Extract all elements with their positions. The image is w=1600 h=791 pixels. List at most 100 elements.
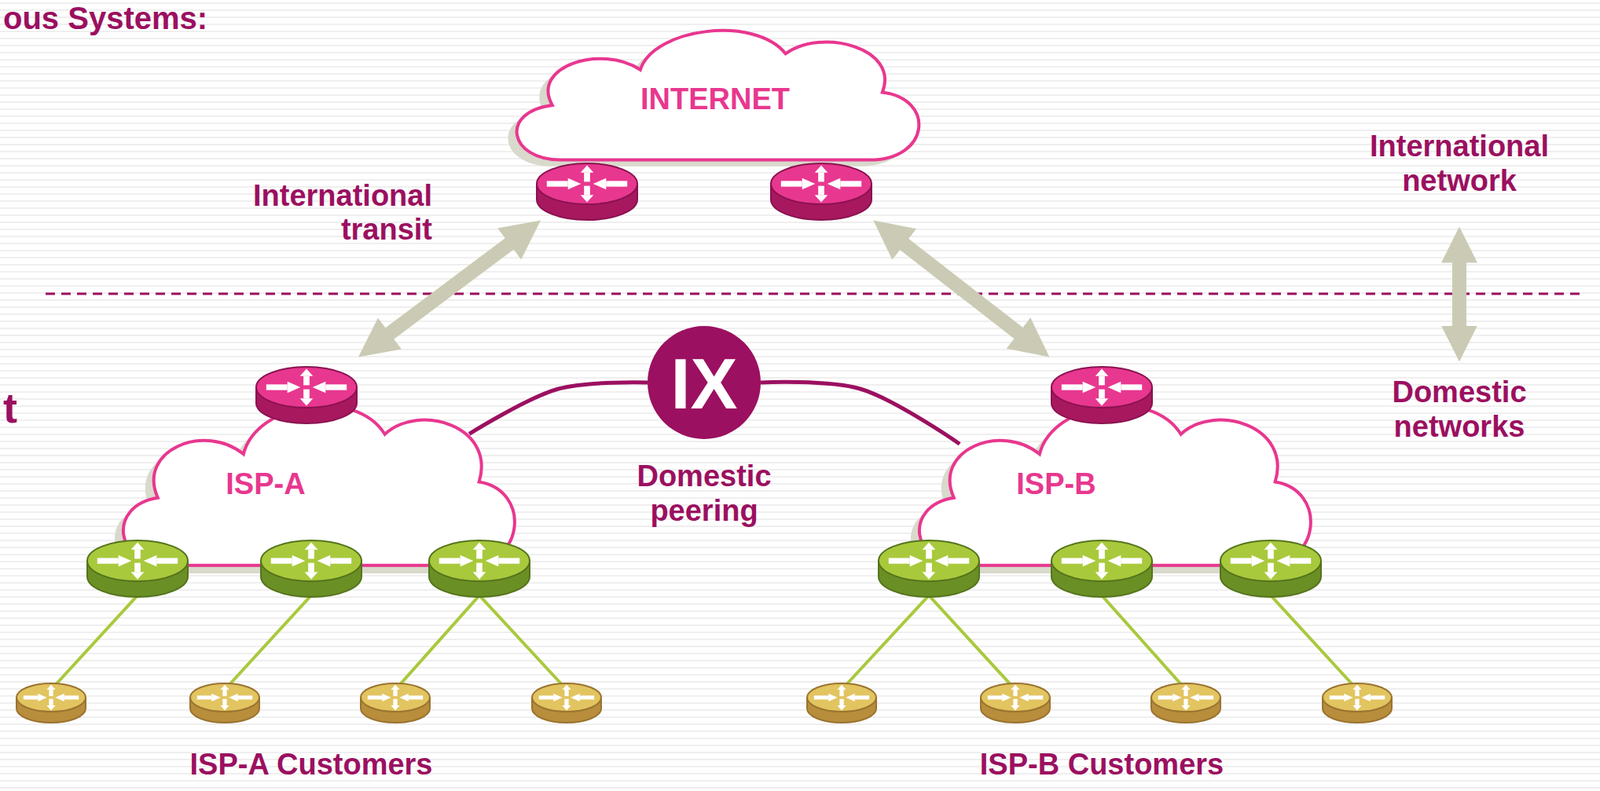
peering-link: [760, 381, 960, 445]
router-arrow-head: [287, 381, 301, 394]
router-arrow-head: [473, 543, 487, 551]
router-arrow-shaft: [1329, 695, 1344, 700]
router-arrow-head: [131, 543, 145, 551]
router-arrow-shaft: [1120, 384, 1142, 390]
router-top: [980, 683, 1050, 712]
router-arrow-head: [211, 693, 221, 702]
router-arrow-head: [1010, 685, 1020, 690]
router-arrow-head: [1108, 555, 1122, 568]
router-arrow-head: [561, 685, 571, 690]
level-label: International network: [1329, 129, 1589, 199]
exchange-name: IX: [670, 348, 738, 420]
router-top: [770, 163, 872, 205]
router-arrow-shaft: [1158, 695, 1173, 700]
router-arrow-shaft: [1061, 384, 1083, 390]
router-arrow-shaft: [818, 172, 825, 183]
cloud-outline: [94, 353, 543, 606]
router-arrow-shaft: [325, 384, 347, 390]
router-arrow-shaft: [271, 557, 293, 564]
router-arrow-shaft: [48, 699, 53, 706]
router-arrow-head: [390, 705, 400, 711]
router-arrow-head: [1019, 693, 1028, 702]
router-top: [536, 163, 638, 205]
router-icon: [1051, 366, 1153, 424]
router-arrow-shaft: [392, 699, 397, 706]
router-icon: [878, 540, 980, 598]
router-arrow-shaft: [1012, 689, 1017, 697]
access-link: [1270, 595, 1358, 690]
router-icon: [87, 540, 188, 598]
router-arrow-head: [317, 555, 331, 568]
router-arrow-head: [910, 555, 924, 568]
fragment-text: ous Systems:: [3, 0, 208, 37]
router-arrow-shaft: [367, 695, 382, 700]
router-arrow-head: [46, 705, 56, 711]
router-arrow-shaft: [839, 699, 844, 706]
router-arrow-shaft: [303, 389, 310, 400]
router-arrow-shaft: [564, 699, 569, 706]
access-link: [1101, 595, 1186, 690]
router-arrow-shaft: [579, 695, 595, 700]
router-arrow-head: [300, 398, 314, 406]
router-arrow-head: [1343, 693, 1353, 702]
router-arrow-head: [814, 194, 829, 202]
router-arrow-shaft: [134, 550, 141, 560]
router-top: [256, 366, 357, 408]
router-arrow-shaft: [1061, 557, 1083, 564]
router-arrow-head: [828, 693, 837, 702]
transit-arrow: [896, 238, 1027, 339]
router-arrow-head: [1095, 398, 1109, 406]
router-arrow-shaft: [439, 557, 461, 564]
router-arrow-shaft: [1098, 550, 1105, 560]
router-arrow-head: [814, 165, 829, 173]
router-arrow-head: [37, 693, 47, 702]
router-arrow-shaft: [392, 689, 397, 697]
router-arrow-head: [292, 555, 306, 568]
router-arrow-head: [836, 705, 846, 711]
router-arrow-head: [1251, 555, 1266, 568]
router-arrow-head: [1082, 381, 1097, 394]
router-arrow-shaft: [303, 376, 310, 386]
router-arrow-head: [460, 555, 474, 568]
router-arrow-shaft: [330, 557, 352, 564]
level-arrow: [1452, 253, 1467, 335]
router-arrow-shaft: [1354, 689, 1359, 697]
router-arrow-shaft: [266, 384, 288, 390]
access-link: [928, 595, 1016, 690]
router-icon: [980, 683, 1050, 723]
router-arrow-head: [1264, 572, 1278, 580]
router-arrow-shaft: [498, 557, 520, 564]
router-arrow-head: [580, 194, 595, 202]
router-arrow-head: [802, 178, 816, 191]
router-arrow-shaft: [1183, 699, 1188, 706]
router-icon: [1220, 540, 1322, 598]
exchange-circle: IXDomestic peering: [647, 326, 761, 440]
network-name: ISP-B: [1016, 467, 1096, 503]
router-arrow-shaft: [1289, 557, 1311, 564]
router-arrow-head: [1352, 705, 1362, 711]
router-top: [429, 540, 530, 582]
router-arrow-shaft: [1028, 695, 1043, 700]
router-arrow-head: [1189, 693, 1199, 702]
router-arrow-head: [143, 555, 158, 568]
router-top: [87, 540, 188, 582]
cloud-shape: [507, 30, 919, 167]
router-arrow-shaft: [1230, 557, 1252, 564]
router-arrow-shaft: [1267, 550, 1274, 560]
router-arrow-shaft: [583, 172, 591, 183]
router-arrow-head: [1001, 693, 1011, 702]
router-arrow-head: [228, 693, 238, 702]
router-arrow-head: [1361, 693, 1370, 702]
router-arrow-shaft: [1267, 563, 1274, 573]
router-top: [16, 683, 86, 712]
router-arrow-shaft: [564, 689, 569, 697]
router-icon: [770, 163, 872, 221]
router-arrow-shaft: [197, 695, 212, 700]
router-arrow-head: [1352, 685, 1362, 690]
access-link: [224, 595, 312, 690]
router-arrow-shaft: [1098, 563, 1105, 573]
router-arrow-head: [935, 555, 949, 568]
router-top: [1051, 366, 1153, 408]
